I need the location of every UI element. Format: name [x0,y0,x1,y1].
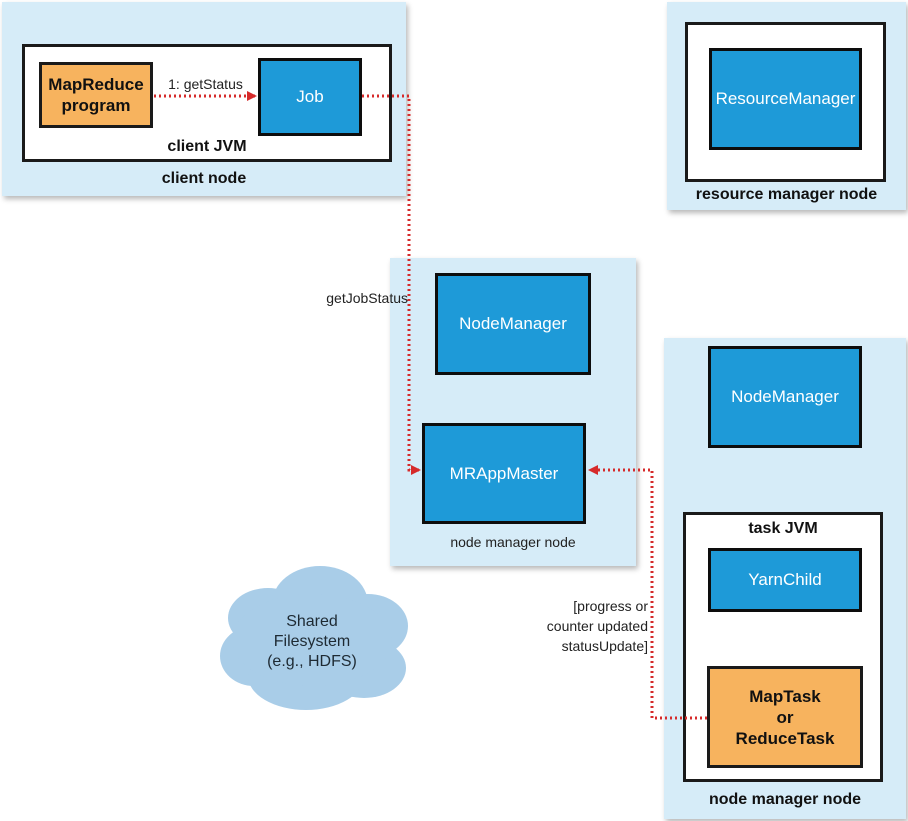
shared-filesystem-line1: Shared [286,613,338,630]
mapreduce-program-line1: MapReduce [48,75,144,94]
get-status-label: 1: getStatus [168,76,243,92]
get-job-status-label: getJobStatus [326,290,408,306]
get-job-status-arrow [362,94,421,475]
status-update-line3: statusUpdate] [561,638,648,654]
app-master-nodemanager-label: NodeManager [459,314,567,333]
task-node-title: node manager node [708,791,862,808]
app-master-nodemanager-box: NodeManager [435,273,591,375]
task-nodemanager-label: NodeManager [731,387,839,406]
status-update-line2: counter updated [546,618,648,634]
client-jvm-title: client JVM [167,138,247,155]
task-line1: MapTask [749,686,821,706]
client-node-title: client node [161,170,247,187]
shared-filesystem-label: Shared Filesystem (e.g., HDFS) [252,612,372,672]
app-master-node-title: node manager node [450,534,576,550]
resource-manager-box: ResourceManager [709,48,862,150]
task-nodemanager-box: NodeManager [708,346,862,448]
mapreduce-program-box: MapReduce program [39,62,153,128]
status-update-label: [progress or counter updated statusUpdat… [528,596,648,656]
status-update-arrow [588,465,707,720]
job-box: Job [258,58,362,136]
resource-manager-label: ResourceManager [715,89,856,108]
yarnchild-box: YarnChild [708,548,862,612]
resource-manager-node-title: resource manager node [695,186,878,203]
task-box: MapTask or ReduceTask [707,666,863,768]
job-label: Job [296,87,324,106]
task-line2: or [776,707,794,727]
mrappmaster-label: MRAppMaster [449,463,559,483]
yarnchild-label: YarnChild [748,570,822,589]
task-jvm-title: task JVM [748,520,818,537]
task-line3: ReduceTask [735,728,835,748]
status-update-line1: [progress or [573,598,648,614]
shared-filesystem-cloud [220,566,408,710]
shared-filesystem-line2: Filesystem [273,633,351,650]
shared-filesystem-line3: (e.g., HDFS) [267,653,357,670]
mrappmaster-box: MRAppMaster [422,423,586,524]
mapreduce-program-line2: program [61,96,131,115]
